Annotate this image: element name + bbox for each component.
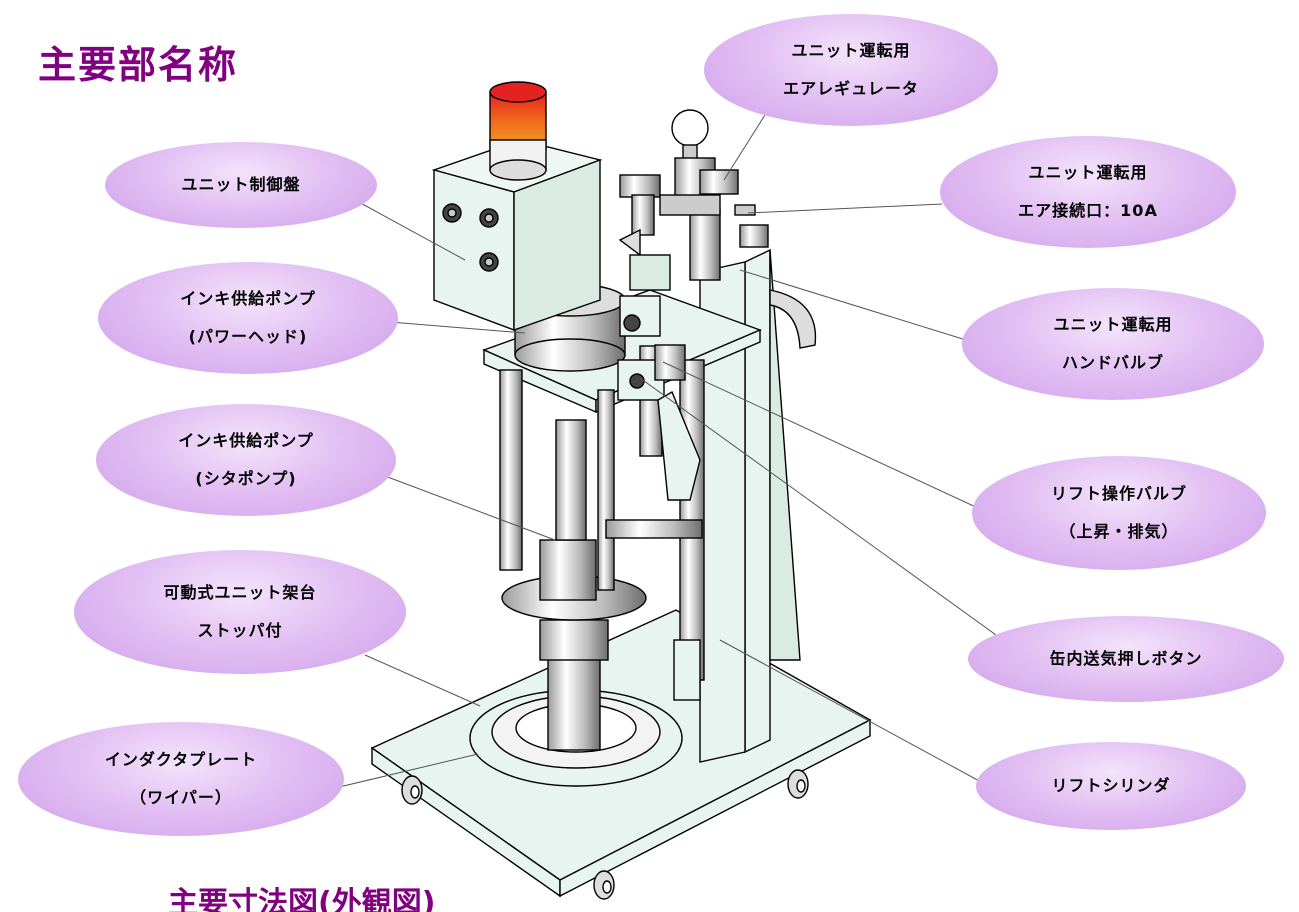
label-air-button: 缶内送気押しボタン (968, 616, 1284, 702)
section-subtitle: 主要寸法図(外観図) (168, 886, 436, 912)
caster-wheels (401, 640, 809, 900)
label-hand-valve: ユニット運転用 ハンドバルブ (962, 288, 1264, 400)
label-lower-pump: インキ供給ポンプ (シタポンプ) (96, 404, 396, 516)
label-stand: 可動式ユニット架台 ストッパ付 (74, 550, 406, 674)
label-inductor-plate: インダクタプレート （ワイパー） (18, 722, 344, 836)
control-box-drawing (431, 81, 603, 332)
label-air-regulator: ユニット運転用 エアレギュレータ (704, 14, 998, 126)
pneumatics-drawing (617, 109, 769, 501)
leader-lines (334, 106, 1004, 789)
page-title: 主要部名称 (38, 43, 239, 87)
label-power-head: インキ供給ポンプ (パワーヘッド) (98, 262, 398, 374)
label-control-panel: ユニット制御盤 (105, 142, 377, 228)
label-lift-valve: リフト操作バルブ （上昇・排気） (972, 456, 1266, 570)
pump-column (499, 345, 705, 751)
label-lift-cylinder: リフトシリンダ (976, 742, 1246, 830)
label-air-inlet: ユニット運転用 エア接続口：10A (940, 136, 1236, 248)
